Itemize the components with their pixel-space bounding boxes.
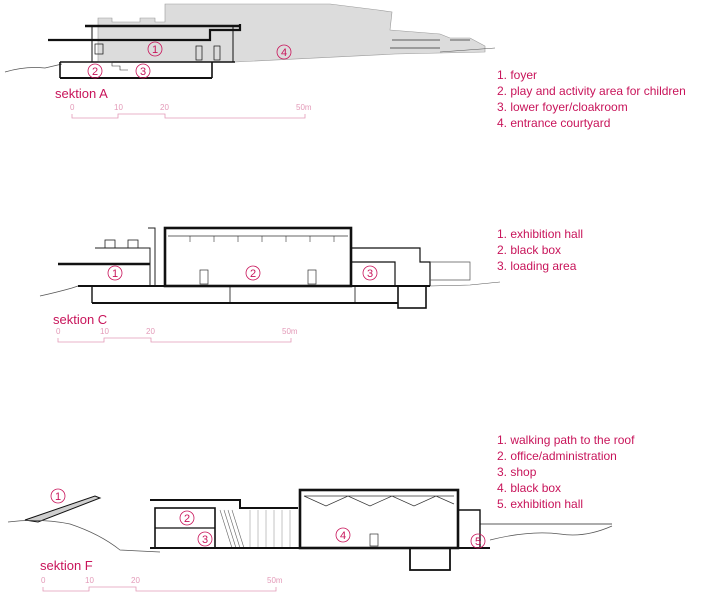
section-a-window <box>94 43 104 55</box>
section-f-marker-1-label: 1 <box>55 491 61 503</box>
section-f-terrain <box>7 520 161 553</box>
section-a-marker-1: 1 <box>147 41 163 57</box>
section-c-rooftop-unit <box>104 239 116 249</box>
section-a-marker-4: 4 <box>276 44 292 60</box>
section-f-glazing <box>249 510 291 548</box>
section-f-marker-2-label: 2 <box>184 513 190 525</box>
legend-item: 2. play and activity area for children <box>497 84 686 98</box>
section-f-scale-50: 50m <box>267 576 283 585</box>
section-c-door <box>199 269 209 285</box>
section-f-marker-5-label: 5 <box>475 536 481 548</box>
section-f-marker-3: 3 <box>197 531 213 547</box>
section-c-scale-10: 10 <box>100 327 109 336</box>
section-f-scale-10: 10 <box>85 576 94 585</box>
section-f-marker-4-label: 4 <box>340 530 346 542</box>
section-a-scale-0: 0 <box>70 103 75 112</box>
section-c-door <box>307 269 317 285</box>
section-a-marker-3: 3 <box>135 63 151 79</box>
section-a-marker-2: 2 <box>87 63 103 79</box>
section-c-terrain-right <box>429 281 501 287</box>
section-f-roof-mid <box>150 499 298 509</box>
section-a-marker-3-label: 3 <box>140 66 146 78</box>
section-a-marker-4-label: 4 <box>281 47 287 59</box>
legend-item: 4. black box <box>497 481 562 495</box>
section-c-legend: 1. exhibition hall 2. black box 3. loadi… <box>497 226 583 274</box>
legend-item: 1. exhibition hall <box>497 227 584 241</box>
section-f-marker-2: 2 <box>179 510 195 526</box>
section-a-scale-bar <box>71 113 306 119</box>
section-c-marker-2: 2 <box>245 265 261 281</box>
section-f-marker-5: 5 <box>470 533 486 549</box>
section-c-black-box <box>163 226 353 288</box>
legend-item: 3. lower foyer/cloakroom <box>497 100 628 114</box>
section-f-marker-4: 4 <box>335 527 351 543</box>
section-c-right-building <box>430 261 471 281</box>
section-a-right-building <box>390 39 470 49</box>
section-a-scale-50: 50m <box>296 103 312 112</box>
section-f-basement <box>409 547 451 571</box>
section-c-marker-3-label: 3 <box>367 268 373 280</box>
section-c-scale-20: 20 <box>146 327 155 336</box>
section-f-scale-0: 0 <box>41 576 46 585</box>
section-c-title: sektion C <box>53 312 108 327</box>
section-c-rooftop-unit <box>127 239 139 249</box>
section-a-terrain <box>4 63 63 73</box>
section-c-drawing: 1 2 3 0 10 20 50m <box>39 226 501 343</box>
section-c-scale-bar <box>57 337 292 343</box>
section-f-marker-3-label: 3 <box>202 534 208 546</box>
section-f-truss <box>303 495 455 507</box>
section-a-stair <box>98 61 128 71</box>
section-f-terrain-right <box>489 525 613 541</box>
section-c-truss-ticks <box>189 236 335 242</box>
section-a-window <box>195 45 203 61</box>
section-a-window <box>213 45 221 61</box>
section-a-scale-20: 20 <box>160 103 169 112</box>
section-a-legend: 1. foyer 2. play and activity area for c… <box>497 67 686 131</box>
section-f-black-box <box>298 488 460 550</box>
section-f-roof-path <box>24 495 102 523</box>
section-c-scale-50: 50m <box>282 327 298 336</box>
section-f-legend: 1. walking path to the roof 2. office/ad… <box>497 432 634 512</box>
section-c-marker-1: 1 <box>107 265 123 281</box>
section-f-scale-20: 20 <box>131 576 140 585</box>
section-f-drawing: 1 2 3 4 5 0 10 20 50m <box>7 488 613 592</box>
section-f-louvers <box>219 509 245 549</box>
section-c-left-annex <box>95 247 151 286</box>
section-c-loading-shaft <box>397 285 427 309</box>
section-a-title: sektion A <box>55 86 108 101</box>
section-f-scale-bar <box>42 586 277 592</box>
section-c-marker-2-label: 2 <box>250 268 256 280</box>
section-f-exhibition-annex <box>458 509 481 548</box>
section-c-stack <box>148 227 156 286</box>
legend-item: 1. foyer <box>497 68 538 82</box>
section-a-scale-10: 10 <box>114 103 123 112</box>
section-a-drawing: 1 2 3 4 0 10 20 50m <box>4 3 496 119</box>
section-a-marker-1-label: 1 <box>152 44 158 56</box>
section-c-marker-1-label: 1 <box>112 268 118 280</box>
section-a-roof <box>48 24 242 42</box>
section-f-marker-1: 1 <box>50 488 66 504</box>
section-c-scale-0: 0 <box>56 327 61 336</box>
legend-item: 3. loading area <box>497 259 577 273</box>
section-a-courtyard-backdrop <box>97 3 486 63</box>
legend-item: 1. walking path to the roof <box>497 433 635 447</box>
legend-item: 2. office/administration <box>497 449 617 463</box>
section-c-marker-3: 3 <box>362 265 378 281</box>
section-c-loading-area <box>351 247 431 286</box>
section-a-right-terrain <box>439 47 496 53</box>
legend-item: 2. black box <box>497 243 562 257</box>
section-c-terrain <box>39 285 79 297</box>
legend-item: 3. shop <box>497 465 537 479</box>
section-a-marker-2-label: 2 <box>92 66 98 78</box>
legend-item: 5. exhibition hall <box>497 497 584 511</box>
section-f-title: sektion F <box>40 558 93 573</box>
legend-item: 4. entrance courtyard <box>497 116 611 130</box>
section-f-door <box>369 533 379 547</box>
